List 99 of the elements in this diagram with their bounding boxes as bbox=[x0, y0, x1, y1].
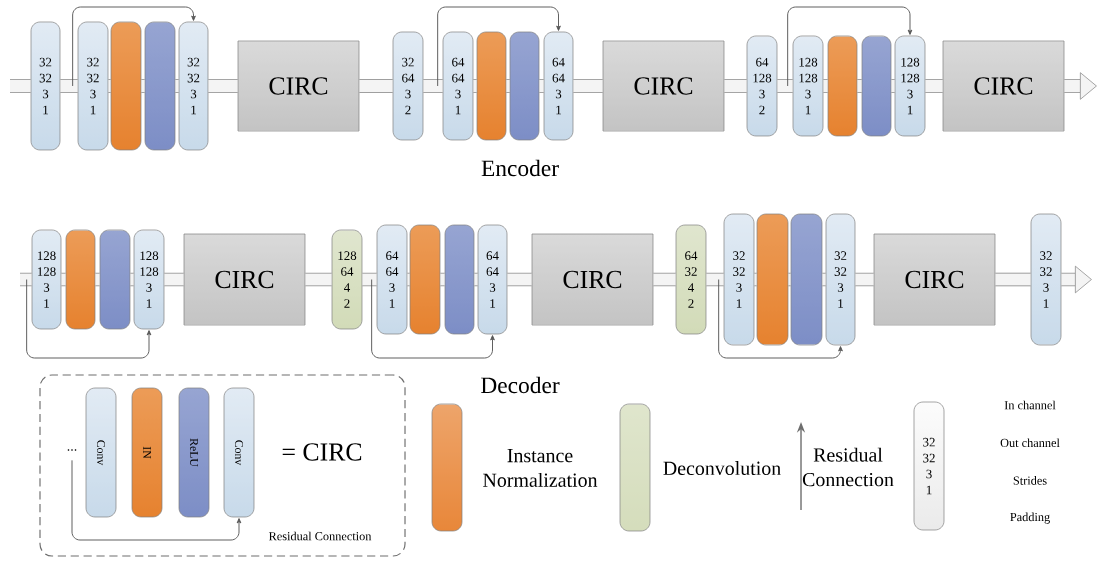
residual-arrow bbox=[71, 459, 242, 541]
conv-block: 128 128 3 1 bbox=[894, 35, 926, 137]
data-flow-band bbox=[891, 79, 895, 93]
data-flow-band bbox=[407, 272, 410, 287]
equation-text: = CIRC bbox=[282, 443, 362, 461]
circ-box: CIRC bbox=[531, 233, 654, 326]
key-caption: In channel bbox=[1004, 400, 1056, 410]
activation-block: ReLU bbox=[178, 387, 210, 518]
conv-block: 32 32 3 1 bbox=[1030, 213, 1062, 346]
legend-text: Instance Normalization bbox=[483, 449, 598, 487]
data-flow-band bbox=[108, 79, 111, 93]
data-flow-band bbox=[855, 272, 874, 287]
section-title: Encoder bbox=[481, 159, 559, 177]
data-flow-band bbox=[995, 272, 1031, 287]
data-flow-band bbox=[823, 79, 828, 93]
section-title: Decoder bbox=[481, 376, 560, 394]
normalization-block bbox=[827, 35, 858, 137]
conv-block: 32 32 3 1 bbox=[30, 21, 61, 151]
data-flow-band bbox=[507, 272, 532, 287]
data-flow-band bbox=[474, 272, 478, 287]
activation-block bbox=[99, 229, 131, 330]
data-flow-band bbox=[506, 79, 510, 93]
normalization-block bbox=[756, 213, 789, 346]
data-flow-band bbox=[208, 79, 238, 93]
normalization-block bbox=[110, 21, 142, 151]
data-flow-band bbox=[788, 272, 791, 287]
conv-block: 32 32 3 1 bbox=[178, 21, 209, 151]
key-block: 32 32 3 1 bbox=[913, 401, 945, 531]
conv-block: 128 128 3 1 bbox=[792, 35, 824, 137]
legend-text: Deconvolution bbox=[663, 461, 781, 475]
ellipsis-text: ... bbox=[67, 449, 77, 451]
normalization-block bbox=[65, 229, 96, 330]
data-flow-band bbox=[164, 272, 184, 287]
activation-block bbox=[509, 31, 540, 141]
normalization-block: IN bbox=[131, 387, 163, 518]
data-flow-band bbox=[130, 272, 134, 287]
conv-block: 32 64 3 2 bbox=[392, 31, 424, 141]
circ-box: CIRC bbox=[183, 233, 306, 326]
conv-block: 32 32 3 1 bbox=[77, 21, 109, 151]
data-flow-band bbox=[175, 79, 179, 93]
residual-arrow bbox=[437, 6, 561, 87]
data-flow-band bbox=[573, 79, 603, 93]
residual-arrow bbox=[26, 279, 152, 359]
data-flow-band bbox=[822, 272, 826, 287]
circ-box: CIRC bbox=[237, 40, 360, 132]
dashed-box bbox=[39, 374, 406, 557]
deconv-block: 128 64 4 2 bbox=[331, 229, 363, 330]
data-flow-band bbox=[141, 79, 145, 93]
residual-arrow bbox=[371, 279, 495, 359]
data-flow-band bbox=[777, 79, 793, 93]
data-flow-band bbox=[539, 79, 544, 93]
data-flow-band bbox=[20, 272, 32, 287]
data-flow-band bbox=[359, 79, 393, 93]
data-flow-band bbox=[61, 272, 66, 287]
activation-block bbox=[861, 35, 892, 137]
key-caption: Padding bbox=[1010, 512, 1050, 524]
activation-block bbox=[790, 213, 823, 346]
normalization-block bbox=[476, 31, 507, 141]
data-flow-band bbox=[60, 79, 78, 93]
data-flow-band bbox=[440, 272, 445, 287]
legend-text: Residual Connection bbox=[802, 447, 894, 487]
conv-block: 64 64 3 1 bbox=[477, 224, 508, 335]
normalization-block bbox=[409, 224, 441, 335]
conv-block: 64 64 3 1 bbox=[543, 31, 574, 141]
data-flow-band bbox=[423, 79, 443, 93]
residual-arrow bbox=[72, 6, 196, 87]
key-caption: Out channel bbox=[1000, 438, 1060, 448]
activation-block bbox=[144, 21, 176, 151]
conv-block: 64 128 3 2 bbox=[746, 35, 778, 137]
data-flow-band bbox=[925, 79, 943, 93]
deconv-block: 64 32 4 2 bbox=[675, 224, 707, 335]
data-flow-band bbox=[653, 272, 676, 287]
circ-box: CIRC bbox=[873, 233, 996, 326]
data-flow-arrow bbox=[1064, 72, 1097, 100]
conv-block: 32 32 3 1 bbox=[825, 213, 856, 346]
data-flow-band bbox=[754, 272, 757, 287]
data-flow-band bbox=[857, 79, 862, 93]
data-flow-band bbox=[362, 272, 377, 287]
conv-block: Conv bbox=[223, 387, 255, 518]
data-flow-band bbox=[305, 272, 332, 287]
data-flow-band bbox=[706, 272, 724, 287]
edge-label: Residual Connection bbox=[267, 530, 373, 542]
conv-block: 64 64 3 1 bbox=[442, 31, 474, 141]
residual-arrow bbox=[787, 6, 913, 87]
conv-block: Conv bbox=[85, 387, 117, 518]
circ-box: CIRC bbox=[602, 40, 725, 132]
data-flow-band bbox=[10, 79, 31, 93]
circ-box: CIRC bbox=[942, 40, 1065, 132]
residual-arrow bbox=[718, 279, 843, 359]
conv-block: 64 64 3 1 bbox=[376, 224, 408, 335]
activation-block bbox=[444, 224, 475, 335]
data-flow-band bbox=[473, 79, 477, 93]
key-caption: Strides bbox=[1013, 476, 1047, 485]
conv-block: 128 128 3 1 bbox=[31, 229, 62, 330]
data-flow-band bbox=[95, 272, 100, 287]
conv-block: 32 32 3 1 bbox=[723, 213, 755, 346]
data-flow-arrow bbox=[1061, 265, 1092, 294]
conv-block: 128 128 3 1 bbox=[133, 229, 165, 330]
data-flow-band bbox=[724, 79, 747, 93]
